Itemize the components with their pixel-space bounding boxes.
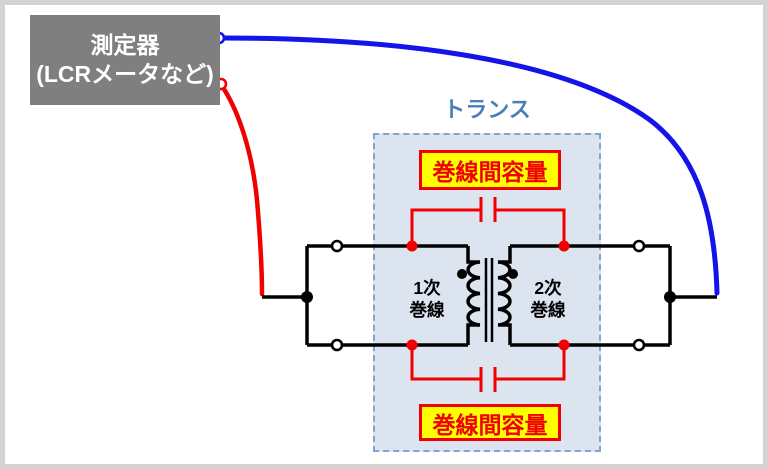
terminal-right-bottom — [632, 338, 646, 352]
meter-box: 測定器 (LCRメータなど) — [30, 15, 220, 105]
top-capacitance-label: 巻線間容量 — [419, 150, 561, 190]
red-lead-wire — [219, 83, 265, 297]
secondary-winding-label: 2次 巻線 — [530, 278, 566, 320]
terminal-left-top — [330, 239, 344, 253]
black-node-right — [664, 291, 676, 303]
bottom-capacitance-label: 巻線間容量 — [419, 404, 561, 441]
primary-winding-label: 1次 巻線 — [409, 278, 445, 320]
terminal-right-top — [632, 239, 646, 253]
transformer-title: トランス — [443, 97, 531, 122]
terminal-left-bottom — [330, 338, 344, 352]
black-node-left — [301, 291, 313, 303]
